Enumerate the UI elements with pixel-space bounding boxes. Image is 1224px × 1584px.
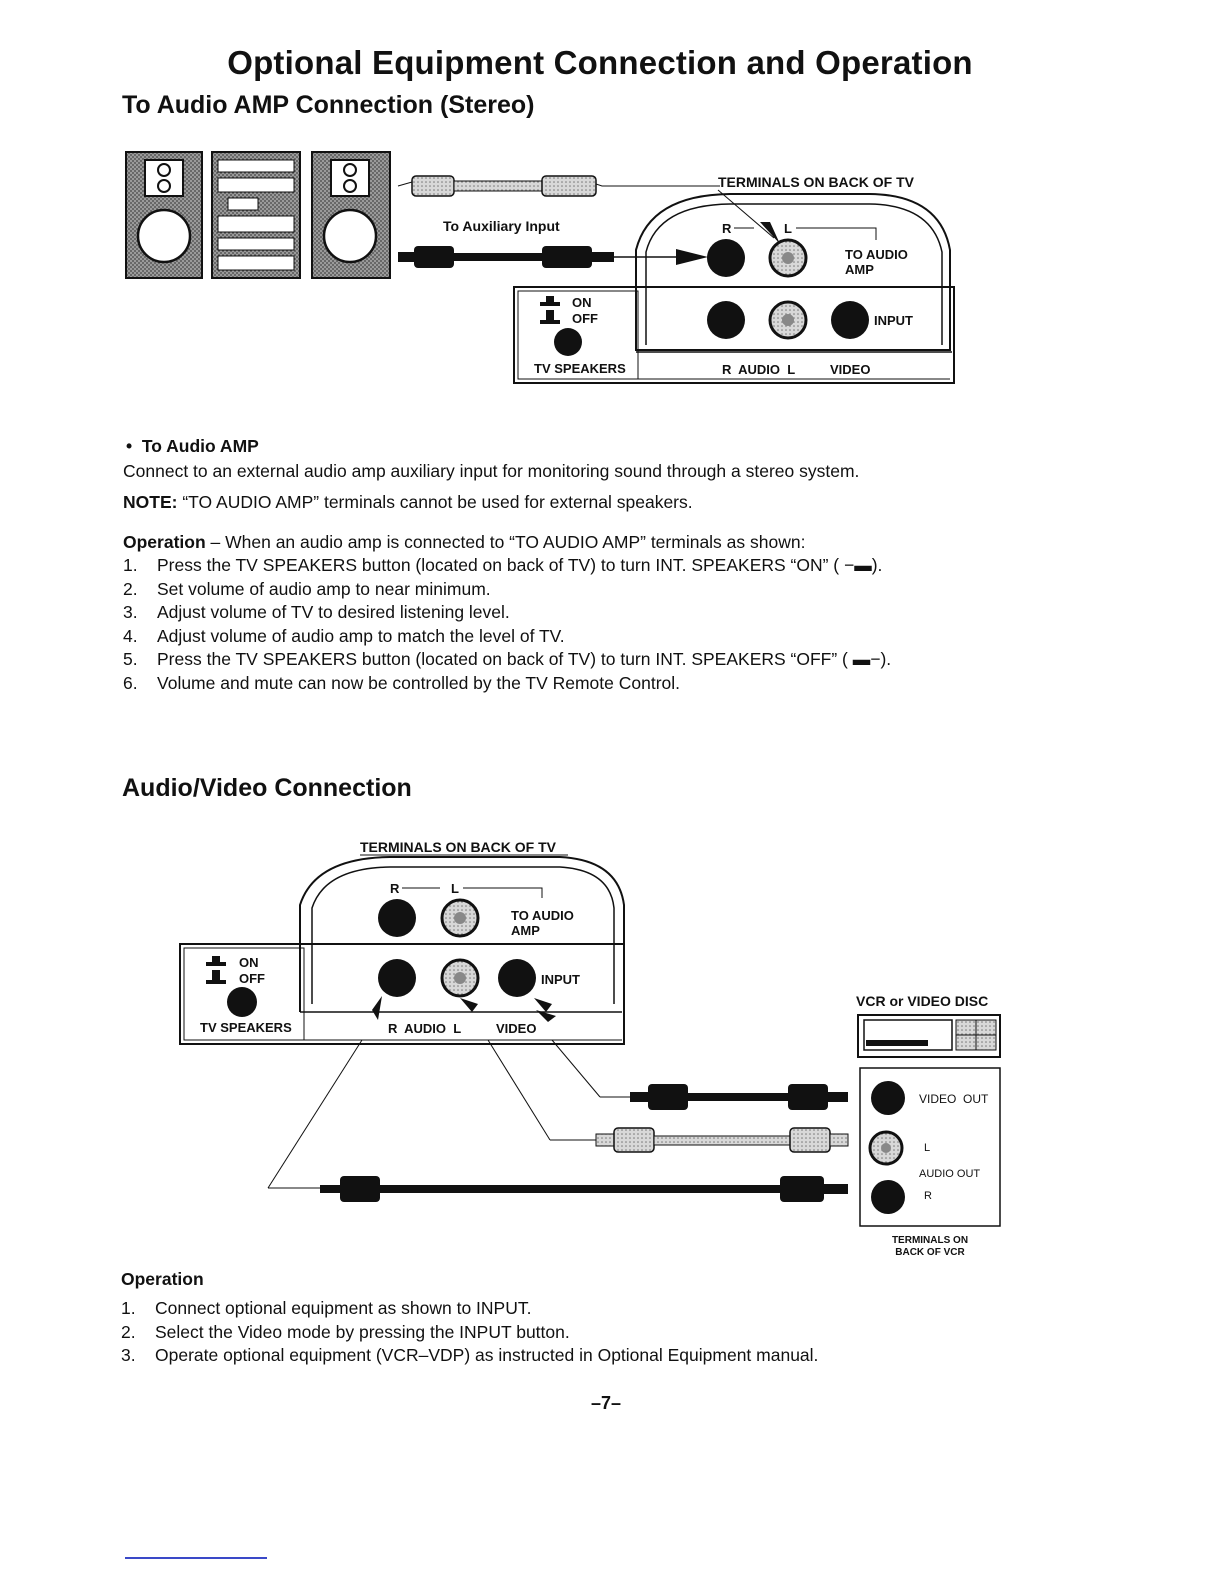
bullet-title: To Audio AMP	[141, 436, 259, 456]
audio-amp-note: NOTE: “TO AUDIO AMP” terminals cannot be…	[123, 491, 693, 514]
operation-label: Operation	[123, 532, 206, 552]
input-video-jack-2	[498, 959, 536, 997]
r-label-2: R	[390, 881, 400, 896]
off-label-2: OFF	[239, 971, 265, 986]
vcr-video-out-jack	[871, 1081, 905, 1115]
to-audio-amp-label-1: TO AUDIO	[845, 247, 908, 262]
off-label: OFF	[572, 311, 598, 326]
audio-amp-description: Connect to an external audio amp auxilia…	[123, 461, 860, 481]
input-label-2: INPUT	[541, 972, 580, 987]
list-item: 3.Adjust volume of TV to desired listeni…	[123, 602, 510, 622]
list-item: 4.Adjust volume of audio amp to match th…	[123, 625, 565, 646]
operation-text: – When an audio amp is connected to “TO …	[205, 532, 806, 552]
tv-speakers-switch	[540, 296, 582, 356]
aux-input-label: To Auxiliary Input	[443, 218, 560, 234]
bullet-glyph: •	[126, 436, 142, 456]
r-audio-l-label-2: R AUDIO L	[388, 1021, 461, 1036]
bullet-to-audio-amp: • To Audio AMP	[126, 435, 259, 458]
on-label-2: ON	[239, 955, 259, 970]
input-audio-r-jack	[707, 301, 745, 339]
list-item: 3.Operate optional equipment (VCR–VDP) a…	[121, 1345, 819, 1365]
list-item: 1.Press the TV SPEAKERS button (located …	[123, 555, 883, 575]
audio-cable-right	[398, 246, 708, 268]
video-cable	[630, 1084, 848, 1110]
list-item: 2.Select the Video mode by pressing the …	[121, 1321, 570, 1342]
r-label: R	[722, 221, 732, 236]
vcr-label: VCR or VIDEO DISC	[856, 993, 988, 1009]
terminals-label-2: TERMINALS ON BACK OF TV	[360, 839, 557, 855]
terminals-label: TERMINALS ON BACK OF TV	[718, 174, 915, 190]
to-audio-amp-label-2a: TO AUDIO	[511, 908, 574, 923]
footer-divider	[125, 1557, 267, 1559]
av-steps: 1.Connect optional equipment as shown to…	[121, 1297, 1121, 1368]
on-label: ON	[572, 295, 592, 310]
l-label-2: L	[451, 881, 459, 896]
vcr-terminals-label-1: TERMINALS ON	[892, 1235, 968, 1246]
tv-back-panel-2	[179, 856, 625, 1045]
left-speaker-icon	[125, 151, 203, 279]
to-audio-amp-r-jack-2	[378, 899, 416, 937]
vcr-audio-r-jack	[871, 1180, 905, 1214]
audio-cable-r	[320, 1176, 848, 1202]
page-number: –7–	[590, 1393, 622, 1413]
r-audio-l-label: R AUDIO L	[722, 362, 795, 377]
list-item: 6.Volume and mute can now be controlled …	[123, 672, 681, 693]
l-out-label: L	[924, 1142, 930, 1154]
video-label-2: VIDEO	[496, 1021, 536, 1036]
audio-cable-left	[397, 175, 720, 197]
vcr-icon	[857, 1014, 1001, 1058]
vcr-terminals-panel	[859, 1067, 1001, 1227]
av-operation-label: Operation	[121, 1269, 204, 1289]
tv-back-panel	[513, 193, 955, 384]
input-label: INPUT	[874, 313, 913, 328]
tv-speakers-switch-2	[206, 956, 257, 1017]
note-text: “TO AUDIO AMP” terminals cannot be used …	[177, 492, 693, 512]
page-title: Optional Equipment Connection and Operat…	[227, 44, 973, 81]
audio-cable-l	[595, 1127, 849, 1153]
tv-speakers-label-2: TV SPEAKERS	[200, 1020, 292, 1035]
input-audio-r-jack-2	[378, 959, 416, 997]
audio-out-label: AUDIO OUT	[919, 1168, 980, 1180]
to-audio-amp-label-2: AMP	[845, 262, 874, 277]
stereo-amp-icon	[211, 151, 301, 279]
l-label: L	[784, 221, 792, 236]
audio-amp-operation-intro: Operation – When an audio amp is connect…	[123, 531, 805, 554]
section-heading-av-connection: Audio/Video Connection	[122, 774, 412, 802]
audio-amp-steps: 1.Press the TV SPEAKERS button (located …	[123, 554, 1123, 695]
list-item: 1.Connect optional equipment as shown to…	[121, 1298, 532, 1318]
vcr-terminals-label-2: BACK OF VCR	[895, 1247, 965, 1258]
right-speaker-icon	[311, 151, 391, 279]
r-out-label: R	[924, 1190, 932, 1202]
note-label: NOTE:	[123, 492, 178, 512]
to-audio-amp-label-2b: AMP	[511, 923, 540, 938]
audio-amp-connection-diagram: To Auxiliary Input TERMINALS ON BACK OF …	[125, 151, 955, 384]
list-item: 5.Press the TV SPEAKERS button (located …	[123, 649, 892, 669]
av-connection-diagram: TERMINALS ON BACK OF TV R L TO AUDIO AMP…	[179, 839, 1001, 1258]
input-video-jack	[831, 301, 869, 339]
to-audio-amp-r-jack	[707, 239, 745, 277]
section-heading-audio-amp: To Audio AMP Connection (Stereo)	[122, 91, 535, 119]
tv-speakers-label: TV SPEAKERS	[534, 361, 626, 376]
list-item: 2.Set volume of audio amp to near minimu…	[123, 578, 491, 599]
video-label: VIDEO	[830, 362, 870, 377]
video-out-label: VIDEO OUT	[919, 1092, 989, 1106]
